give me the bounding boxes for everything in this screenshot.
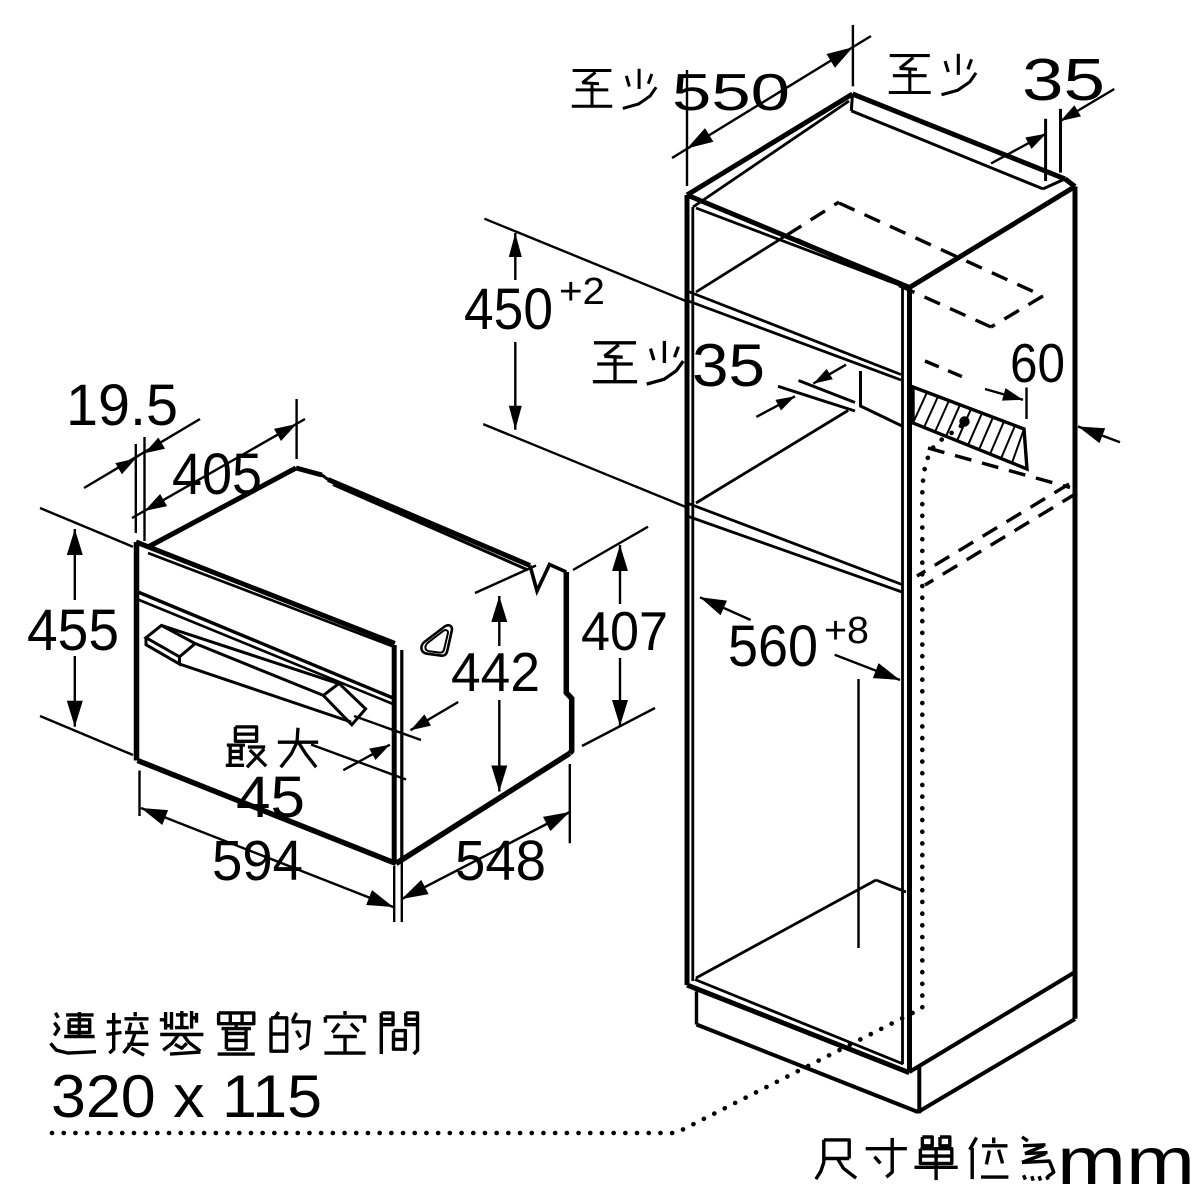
svg-text:320 x 115: 320 x 115 [51,1063,322,1130]
svg-text:405: 405 [172,442,262,507]
svg-text:45: 45 [236,765,305,830]
svg-text:442: 442 [451,641,540,703]
svg-text:450: 450 [464,277,553,342]
svg-text:594: 594 [212,829,303,893]
svg-text:60: 60 [1010,332,1065,394]
svg-text:+8: +8 [824,610,869,652]
svg-text:35: 35 [1022,47,1105,113]
svg-text:mm: mm [1057,1124,1195,1199]
svg-text:19.5: 19.5 [66,373,178,438]
svg-text:550: 550 [672,64,790,122]
svg-text:455: 455 [27,598,119,663]
svg-text:407: 407 [581,600,668,662]
svg-text:+2: +2 [559,271,605,313]
svg-text:560: 560 [728,614,818,679]
svg-text:35: 35 [692,332,765,399]
svg-text:548: 548 [455,829,546,893]
